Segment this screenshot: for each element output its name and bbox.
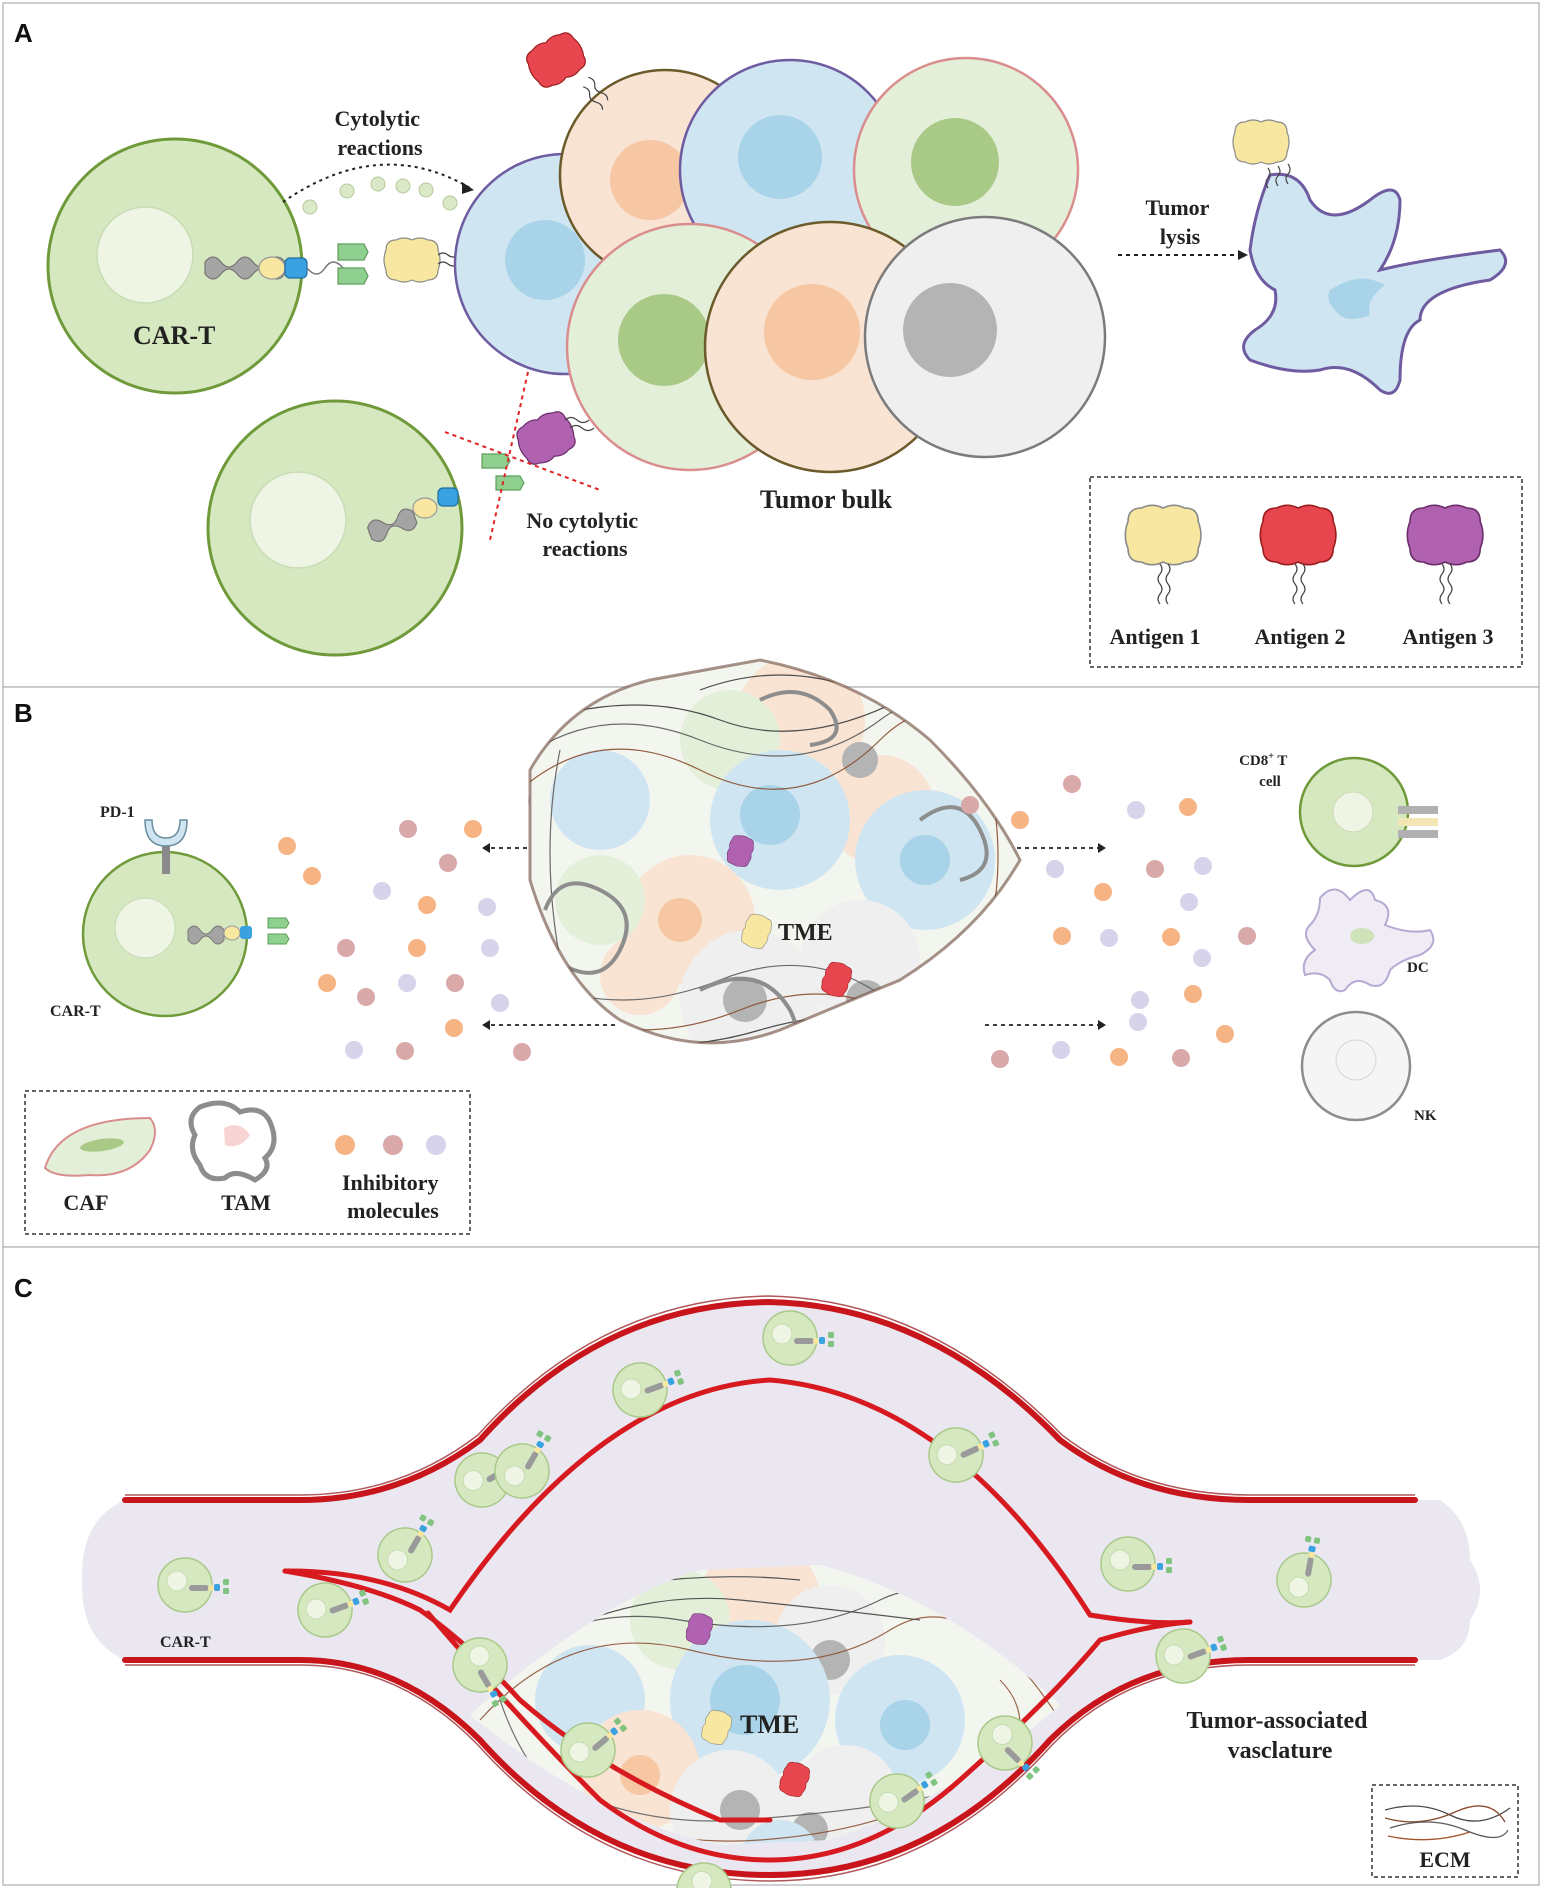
- panel-c-letter: C: [14, 1273, 33, 1303]
- no-cytolytic-label: No cytolytic reactions: [526, 508, 643, 561]
- cd8-t-cell-label: CD8+ T cell: [1239, 751, 1291, 790]
- tumor-bulk-label: Tumor bulk: [760, 485, 893, 514]
- dc-label: DC: [1407, 960, 1429, 976]
- pd1-label: PD-1: [100, 804, 135, 821]
- panel-b-letter: B: [14, 698, 33, 728]
- lysed-tumor-cell: [1232, 119, 1508, 395]
- legend-caf: CAF: [63, 1190, 108, 1215]
- vessel-wall-outer: [122, 1298, 1418, 1879]
- dendritic-cell: [1302, 888, 1435, 993]
- inhibitory-molecules-right: [961, 775, 1256, 1068]
- tumor-associated-vasculature-label: Tumor-associated vasclature: [1187, 1708, 1374, 1764]
- legend-tam: TAM: [221, 1190, 271, 1215]
- car-t-label: CAR-T: [133, 321, 215, 350]
- nk-label: NK: [1414, 1108, 1437, 1124]
- ecm-legend: ECM: [1371, 1784, 1519, 1878]
- tme-label-c: TME: [740, 1710, 799, 1739]
- legend-antigen2: Antigen 2: [1254, 624, 1345, 649]
- legend-antigen3: Antigen 3: [1402, 624, 1493, 649]
- tme-legend: CAF TAM Inhibitory molecules: [24, 1090, 471, 1235]
- inhib-swatch-pink: [383, 1135, 403, 1155]
- nk-cell: [1300, 1010, 1412, 1122]
- ecm-label: ECM: [1419, 1847, 1471, 1872]
- legend-inhibitory: Inhibitory molecules: [342, 1170, 444, 1223]
- antigen1-swatch: [1124, 504, 1202, 566]
- inhib-swatch-orange: [335, 1135, 355, 1155]
- pd1-receptor: [144, 819, 188, 847]
- tumor-bulk: [453, 56, 1107, 474]
- car-t-cell-b: [81, 819, 290, 1018]
- antigen1-on-tumor: [383, 237, 441, 283]
- panel-a-letter: A: [14, 18, 33, 48]
- antigen3-swatch: [1406, 504, 1484, 566]
- cytolytic-granules: [302, 176, 458, 215]
- car-t-label-c: CAR-T: [160, 1634, 211, 1651]
- cd8-t-cell: [1298, 756, 1438, 868]
- legend-antigen1: Antigen 1: [1109, 624, 1200, 649]
- car-t-cell-lower: [206, 371, 601, 657]
- car-t-label-b: CAR-T: [50, 1003, 101, 1020]
- antigen2-swatch: [1259, 504, 1337, 566]
- tme-label-b: TME: [778, 920, 833, 946]
- tumor-lysis-label: Tumor lysis: [1145, 195, 1214, 249]
- antigen-legend: Antigen 1 Antigen 2 Antigen 3: [1089, 476, 1523, 668]
- cytolytic-reactions-label: Cytolytic reactions: [334, 106, 425, 160]
- car-t-cell-upper: [46, 137, 479, 395]
- inhib-swatch-lavender: [426, 1135, 446, 1155]
